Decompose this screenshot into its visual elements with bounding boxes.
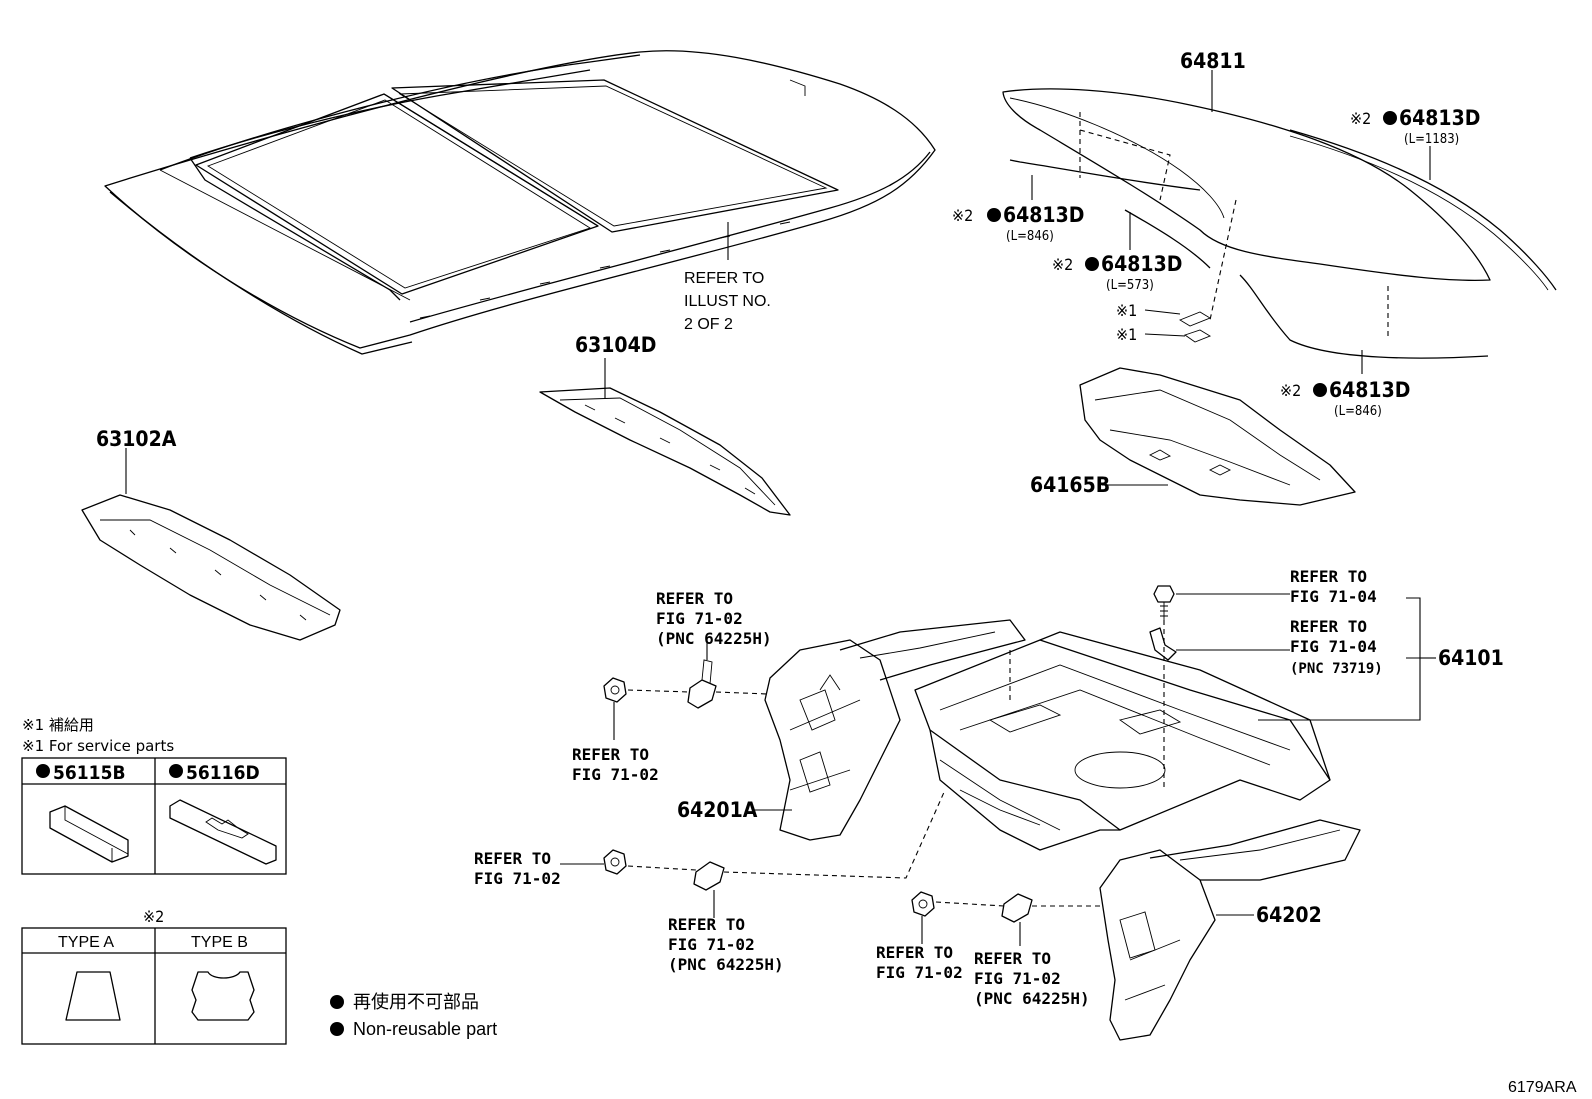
left-panel-64201a <box>764 619 1026 841</box>
part-64813d-d: 64813D <box>1329 378 1410 402</box>
ref-71-02-pnc-a-line1: REFER TO <box>656 589 733 608</box>
non-reusable-dot-64813d-d <box>1313 383 1327 397</box>
part-64813d-c: 64813D <box>1101 252 1182 276</box>
part-64201a: 64201A <box>677 798 758 822</box>
non-reusable-dot-56115b <box>36 764 50 778</box>
nut-right-lower <box>911 891 935 917</box>
service-parts-table: 56115B 56116D <box>21 757 287 875</box>
label-64813d-c: ※2 64813D (L=573) <box>1052 212 1182 293</box>
dash-right-lower <box>935 901 1104 907</box>
part-64165b: 64165B <box>1030 473 1110 497</box>
length-64813d-a: (L=1183) <box>1404 132 1459 147</box>
package-tray-panel-illustration <box>914 631 1331 851</box>
table-col-56115b: 56115B <box>53 762 126 784</box>
table-col-56116d: 56116D <box>186 762 260 784</box>
part-64101: 64101 <box>1438 646 1504 670</box>
part-64811: 64811 <box>1180 49 1246 73</box>
part-64813d-b: 64813D <box>1003 203 1084 227</box>
dash-left-lower <box>627 789 946 879</box>
ref-71-02-pnc-b-line1: REFER TO <box>668 915 745 934</box>
part-56116d-drawing <box>169 799 277 865</box>
legend-dot-2 <box>330 1022 344 1036</box>
back-window-glass-illustration <box>1002 88 1557 359</box>
part-56115b-drawing <box>49 805 129 863</box>
ref-71-02-pnc-a-line3: (PNC 64225H) <box>656 629 772 648</box>
type-table-mark: ※2 <box>143 907 164 926</box>
bracket-left-upper <box>687 659 717 709</box>
ref-71-02-pnc-a-line2: FIG 71-02 <box>656 609 743 628</box>
ref-71-02-pnc-c-line2: FIG 71-02 <box>974 969 1061 988</box>
non-reusable-dot-56116d <box>169 764 183 778</box>
figure-code: 6179ARA <box>1508 1079 1577 1096</box>
non-reusable-dot-64813d-a <box>1383 111 1397 125</box>
legend-line2: Non-reusable part <box>353 1019 497 1039</box>
ref-71-02-c-line1: REFER TO <box>876 943 953 962</box>
ref-71-02-pnc-c-line3: (PNC 64225H) <box>974 989 1090 1008</box>
ref-71-04-b-line1: REFER TO <box>1290 617 1367 636</box>
leader-service-1a <box>1144 309 1181 315</box>
length-64813d-c: (L=573) <box>1106 278 1154 293</box>
dash-64811-b <box>1079 129 1171 201</box>
package-tray-insulator-64165b <box>1079 367 1356 506</box>
length-64813d-b: (L=846) <box>1006 229 1054 244</box>
roof-panel-illustration <box>104 50 936 355</box>
bracket-right-lower <box>1001 893 1033 923</box>
nut-left-lower <box>603 849 627 875</box>
label-64813d-b: ※2 64813D (L=846) <box>952 175 1084 244</box>
ref-71-02-b-line2: FIG 71-02 <box>474 869 561 888</box>
label-64813d-d: ※2 64813D (L=846) <box>1280 350 1410 419</box>
roof-ref-line3: 2 OF 2 <box>684 316 733 333</box>
bracket-left-lower <box>693 861 725 891</box>
service-note-line2: ※1 For service parts <box>22 737 174 755</box>
non-reusable-dot-64813d-c <box>1085 257 1099 271</box>
ref-71-02-b-line1: REFER TO <box>474 849 551 868</box>
ref-71-02-c-line2: FIG 71-02 <box>876 963 963 982</box>
ref-71-04-a-line1: REFER TO <box>1290 567 1367 586</box>
type-table: TYPE A TYPE B <box>21 927 287 1045</box>
service-mark-64813d-d: ※2 <box>1280 381 1301 400</box>
dash-left-upper <box>627 689 769 695</box>
ref-71-02-pnc-b-line2: FIG 71-02 <box>668 935 755 954</box>
type-table-col-b: TYPE B <box>191 934 248 951</box>
windshield-header-63102a <box>81 494 341 641</box>
ref-71-02-a-line1: REFER TO <box>572 745 649 764</box>
type-a-shape <box>65 971 121 1021</box>
part-63102a: 63102A <box>96 427 177 451</box>
service-mark-1a: ※1 <box>1116 301 1137 320</box>
legend-dot-1 <box>330 995 344 1009</box>
nut-left-upper <box>603 677 627 703</box>
label-64813d-a: ※2 64813D (L=1183) <box>1350 106 1480 180</box>
bracket-64101 <box>1258 597 1421 721</box>
part-64813d-a: 64813D <box>1399 106 1480 130</box>
service-note-line1: ※1 補給用 <box>22 716 94 734</box>
type-b-shape <box>191 971 255 1021</box>
leader-service-1b <box>1144 333 1186 337</box>
dash-64811-c <box>1209 199 1237 321</box>
roof-panel-reinforcement-63104d <box>539 387 791 516</box>
right-panel-64202 <box>1099 819 1361 1041</box>
ref-71-04-b-line2: FIG 71-04 <box>1290 637 1377 656</box>
clip-upper-right <box>1149 627 1177 661</box>
length-64813d-d: (L=846) <box>1334 404 1382 419</box>
service-mark-64813d-c: ※2 <box>1052 255 1073 274</box>
ref-71-04-a-line2: FIG 71-04 <box>1290 587 1377 606</box>
bolt-upper-right <box>1153 585 1175 620</box>
ref-71-02-pnc-c-line1: REFER TO <box>974 949 1051 968</box>
ref-71-04-b-line3: (PNC 73719) <box>1290 661 1383 677</box>
ref-71-02-a-line2: FIG 71-02 <box>572 765 659 784</box>
service-mark-64813d-b: ※2 <box>952 206 973 225</box>
non-reusable-dot-64813d-b <box>987 208 1001 222</box>
ref-71-02-pnc-b-line3: (PNC 64225H) <box>668 955 784 974</box>
legend-line1: 再使用不可部品 <box>353 992 479 1012</box>
part-63104d: 63104D <box>575 333 656 357</box>
roof-ref-line1: REFER TO <box>684 270 764 287</box>
service-mark-64813d-a: ※2 <box>1350 109 1371 128</box>
roof-ref-line2: ILLUST NO. <box>684 293 771 310</box>
service-mark-1b: ※1 <box>1116 325 1137 344</box>
type-table-col-a: TYPE A <box>58 934 114 951</box>
part-64202: 64202 <box>1256 903 1322 927</box>
